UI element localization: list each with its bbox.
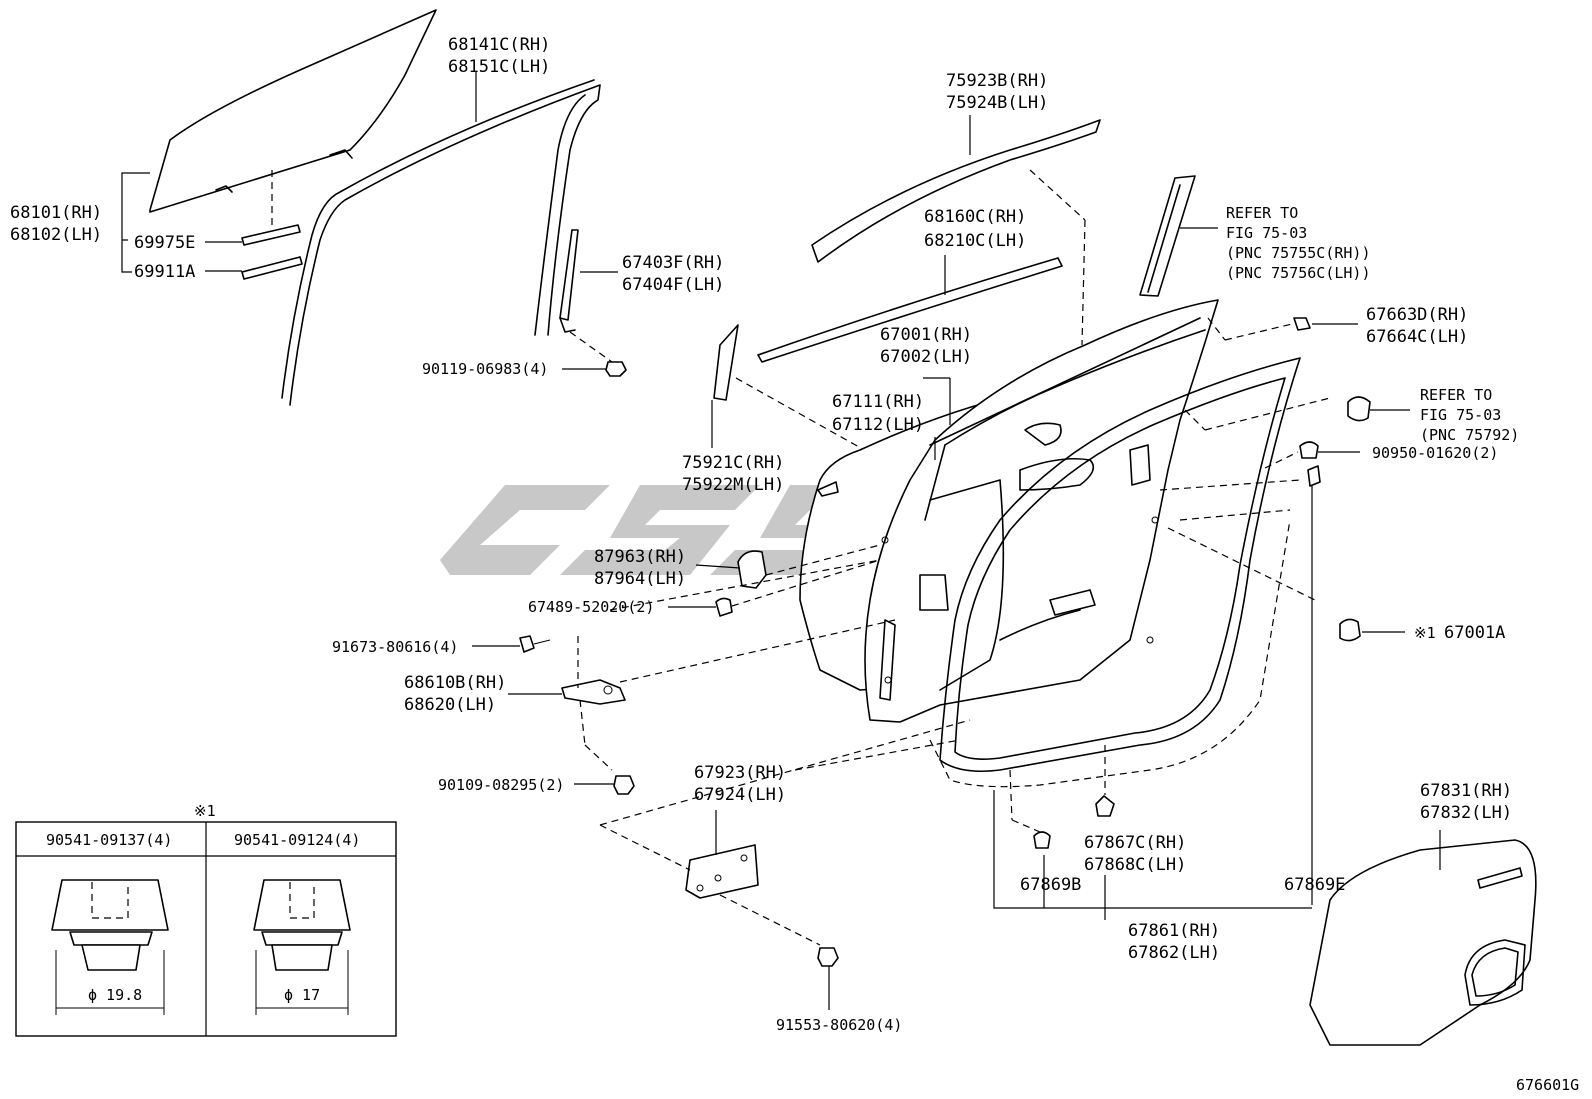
- bolt-91553: [817, 947, 839, 967]
- label-note-mark-67001A: ※1: [1414, 624, 1436, 642]
- label-bolt-91553: 91553-80620(4): [776, 1016, 902, 1034]
- glass-run: [281, 79, 601, 406]
- label-belt-outer-lh: 75924B(LH): [946, 93, 1048, 113]
- note-box-col2-part: 90541-09124(4): [234, 831, 360, 849]
- label-bolt-90119: 90119-06983(4): [422, 360, 548, 378]
- weatherstrip-dash-outline: [929, 519, 1291, 788]
- label-clip-67867C: 67867C(RH): [1084, 833, 1186, 853]
- cover-87963: [737, 550, 767, 589]
- cushion-69975E: [241, 224, 301, 246]
- label-belt-inner-lh: 68210C(LH): [924, 231, 1026, 251]
- label-cover-lh: 87964(LH): [594, 569, 686, 589]
- label-bolt-91673: 91673-80616(4): [332, 638, 458, 656]
- belt-moulding-outer: [811, 119, 1101, 263]
- bolt-90109: [613, 775, 635, 795]
- front-garnish: [713, 324, 739, 401]
- label-bracket-lh: 67924(LH): [694, 785, 786, 805]
- label-cushion-69911A: 69911A: [134, 262, 195, 282]
- label-refer2-line2: FIG 75-03: [1420, 406, 1501, 424]
- label-belt-outer-rh: 75923B(RH): [946, 71, 1048, 91]
- label-bolt-90109: 90109-08295(2): [438, 776, 564, 794]
- label-refer1-line1: REFER TO: [1226, 204, 1298, 222]
- door-glass: [149, 9, 437, 213]
- clip-67869B: [1033, 831, 1051, 849]
- rear-pillar-garnish: [1139, 175, 1196, 297]
- stopper-67663D: [1293, 317, 1311, 331]
- label-cushion-67489: 67489-52020(2): [528, 598, 654, 616]
- door-inner-panel: [864, 299, 1219, 723]
- label-weatherstrip-rh: 67861(RH): [1128, 921, 1220, 941]
- label-refer1-line4: (PNC 75756C(LH)): [1226, 264, 1371, 282]
- plug-refer-75792: [1347, 396, 1371, 422]
- label-plug-67001A: 67001A: [1444, 623, 1505, 643]
- label-hinge-lh: 68620(LH): [404, 695, 496, 715]
- label-sash-lh: 67404F(LH): [622, 275, 724, 295]
- label-door-outer-rh: 67111(RH): [832, 392, 924, 412]
- clip-67869E: [1307, 465, 1321, 487]
- clip-67867C: [1095, 795, 1115, 817]
- label-sash-rh: 67403F(RH): [622, 253, 724, 273]
- label-film-lh: 67832(LH): [1420, 803, 1512, 823]
- service-hole-cover-film: [1309, 839, 1537, 1046]
- bolt-91673: [519, 635, 551, 653]
- label-refer1-line3: (PNC 75755C(RH)): [1226, 244, 1371, 262]
- plug-90950: [1299, 441, 1319, 459]
- note-box-col1-dim: ϕ 19.8: [88, 986, 142, 1004]
- label-glass-lh: 68102(LH): [10, 225, 102, 245]
- label-door-panel-rh: 67001(RH): [880, 325, 972, 345]
- label-hinge-rh: 68610B(RH): [404, 673, 506, 693]
- note-box-col2-dim: ϕ 17: [284, 986, 320, 1004]
- bracket-67923: [685, 844, 759, 899]
- label-clip-67869B: 67869B: [1020, 875, 1081, 895]
- label-clip-67868C: 67868C(LH): [1084, 855, 1186, 875]
- door-weatherstrip: [939, 357, 1301, 773]
- label-refer1-line2: FIG 75-03: [1226, 224, 1307, 242]
- note-box: [15, 821, 397, 1037]
- label-clip-67869E: 67869E: [1284, 875, 1345, 895]
- label-stopper-rh: 67663D(RH): [1366, 305, 1468, 325]
- plug-67001A: [1339, 618, 1361, 642]
- belt-moulding-inner: [757, 257, 1063, 363]
- weatherstrip-bracket: [993, 790, 1312, 920]
- label-cover-rh: 87963(RH): [594, 547, 686, 567]
- label-refer2-line1: REFER TO: [1420, 386, 1492, 404]
- clip-diagram-1: [51, 879, 169, 1015]
- cushion-69911A: [241, 256, 303, 280]
- label-glass-run-lh: 68151C(LH): [448, 57, 550, 77]
- footer-code: 676601G: [1516, 1076, 1579, 1094]
- note-box-col1-part: 90541-09137(4): [46, 831, 172, 849]
- label-bracket-rh: 67923(RH): [694, 763, 786, 783]
- label-refer2-line3: (PNC 75792): [1420, 426, 1519, 444]
- note-box-mark: ※1: [194, 802, 216, 820]
- label-stopper-lh: 67664C(LH): [1366, 327, 1468, 347]
- rear-lower-sash: [559, 229, 579, 333]
- label-garnish-lh: 75922M(LH): [682, 475, 784, 495]
- label-door-panel-lh: 67002(LH): [880, 347, 972, 367]
- label-garnish-rh: 75921C(RH): [682, 453, 784, 473]
- label-belt-inner-rh: 68160C(RH): [924, 207, 1026, 227]
- label-weatherstrip-lh: 67862(LH): [1128, 943, 1220, 963]
- label-plug-90950: 90950-01620(2): [1372, 444, 1498, 462]
- label-door-outer-lh: 67112(LH): [832, 415, 924, 435]
- label-cushion-69975E: 69975E: [134, 233, 195, 253]
- bolt-90119: [605, 361, 627, 377]
- hinge-68610B: [561, 679, 626, 705]
- label-glass-run-rh: 68141C(RH): [448, 35, 550, 55]
- cushion-67489: [715, 597, 733, 617]
- label-glass-rh: 68101(RH): [10, 203, 102, 223]
- label-film-rh: 67831(RH): [1420, 781, 1512, 801]
- clip-diagram-2: [253, 879, 351, 1015]
- glass-bracket-line: [121, 172, 150, 273]
